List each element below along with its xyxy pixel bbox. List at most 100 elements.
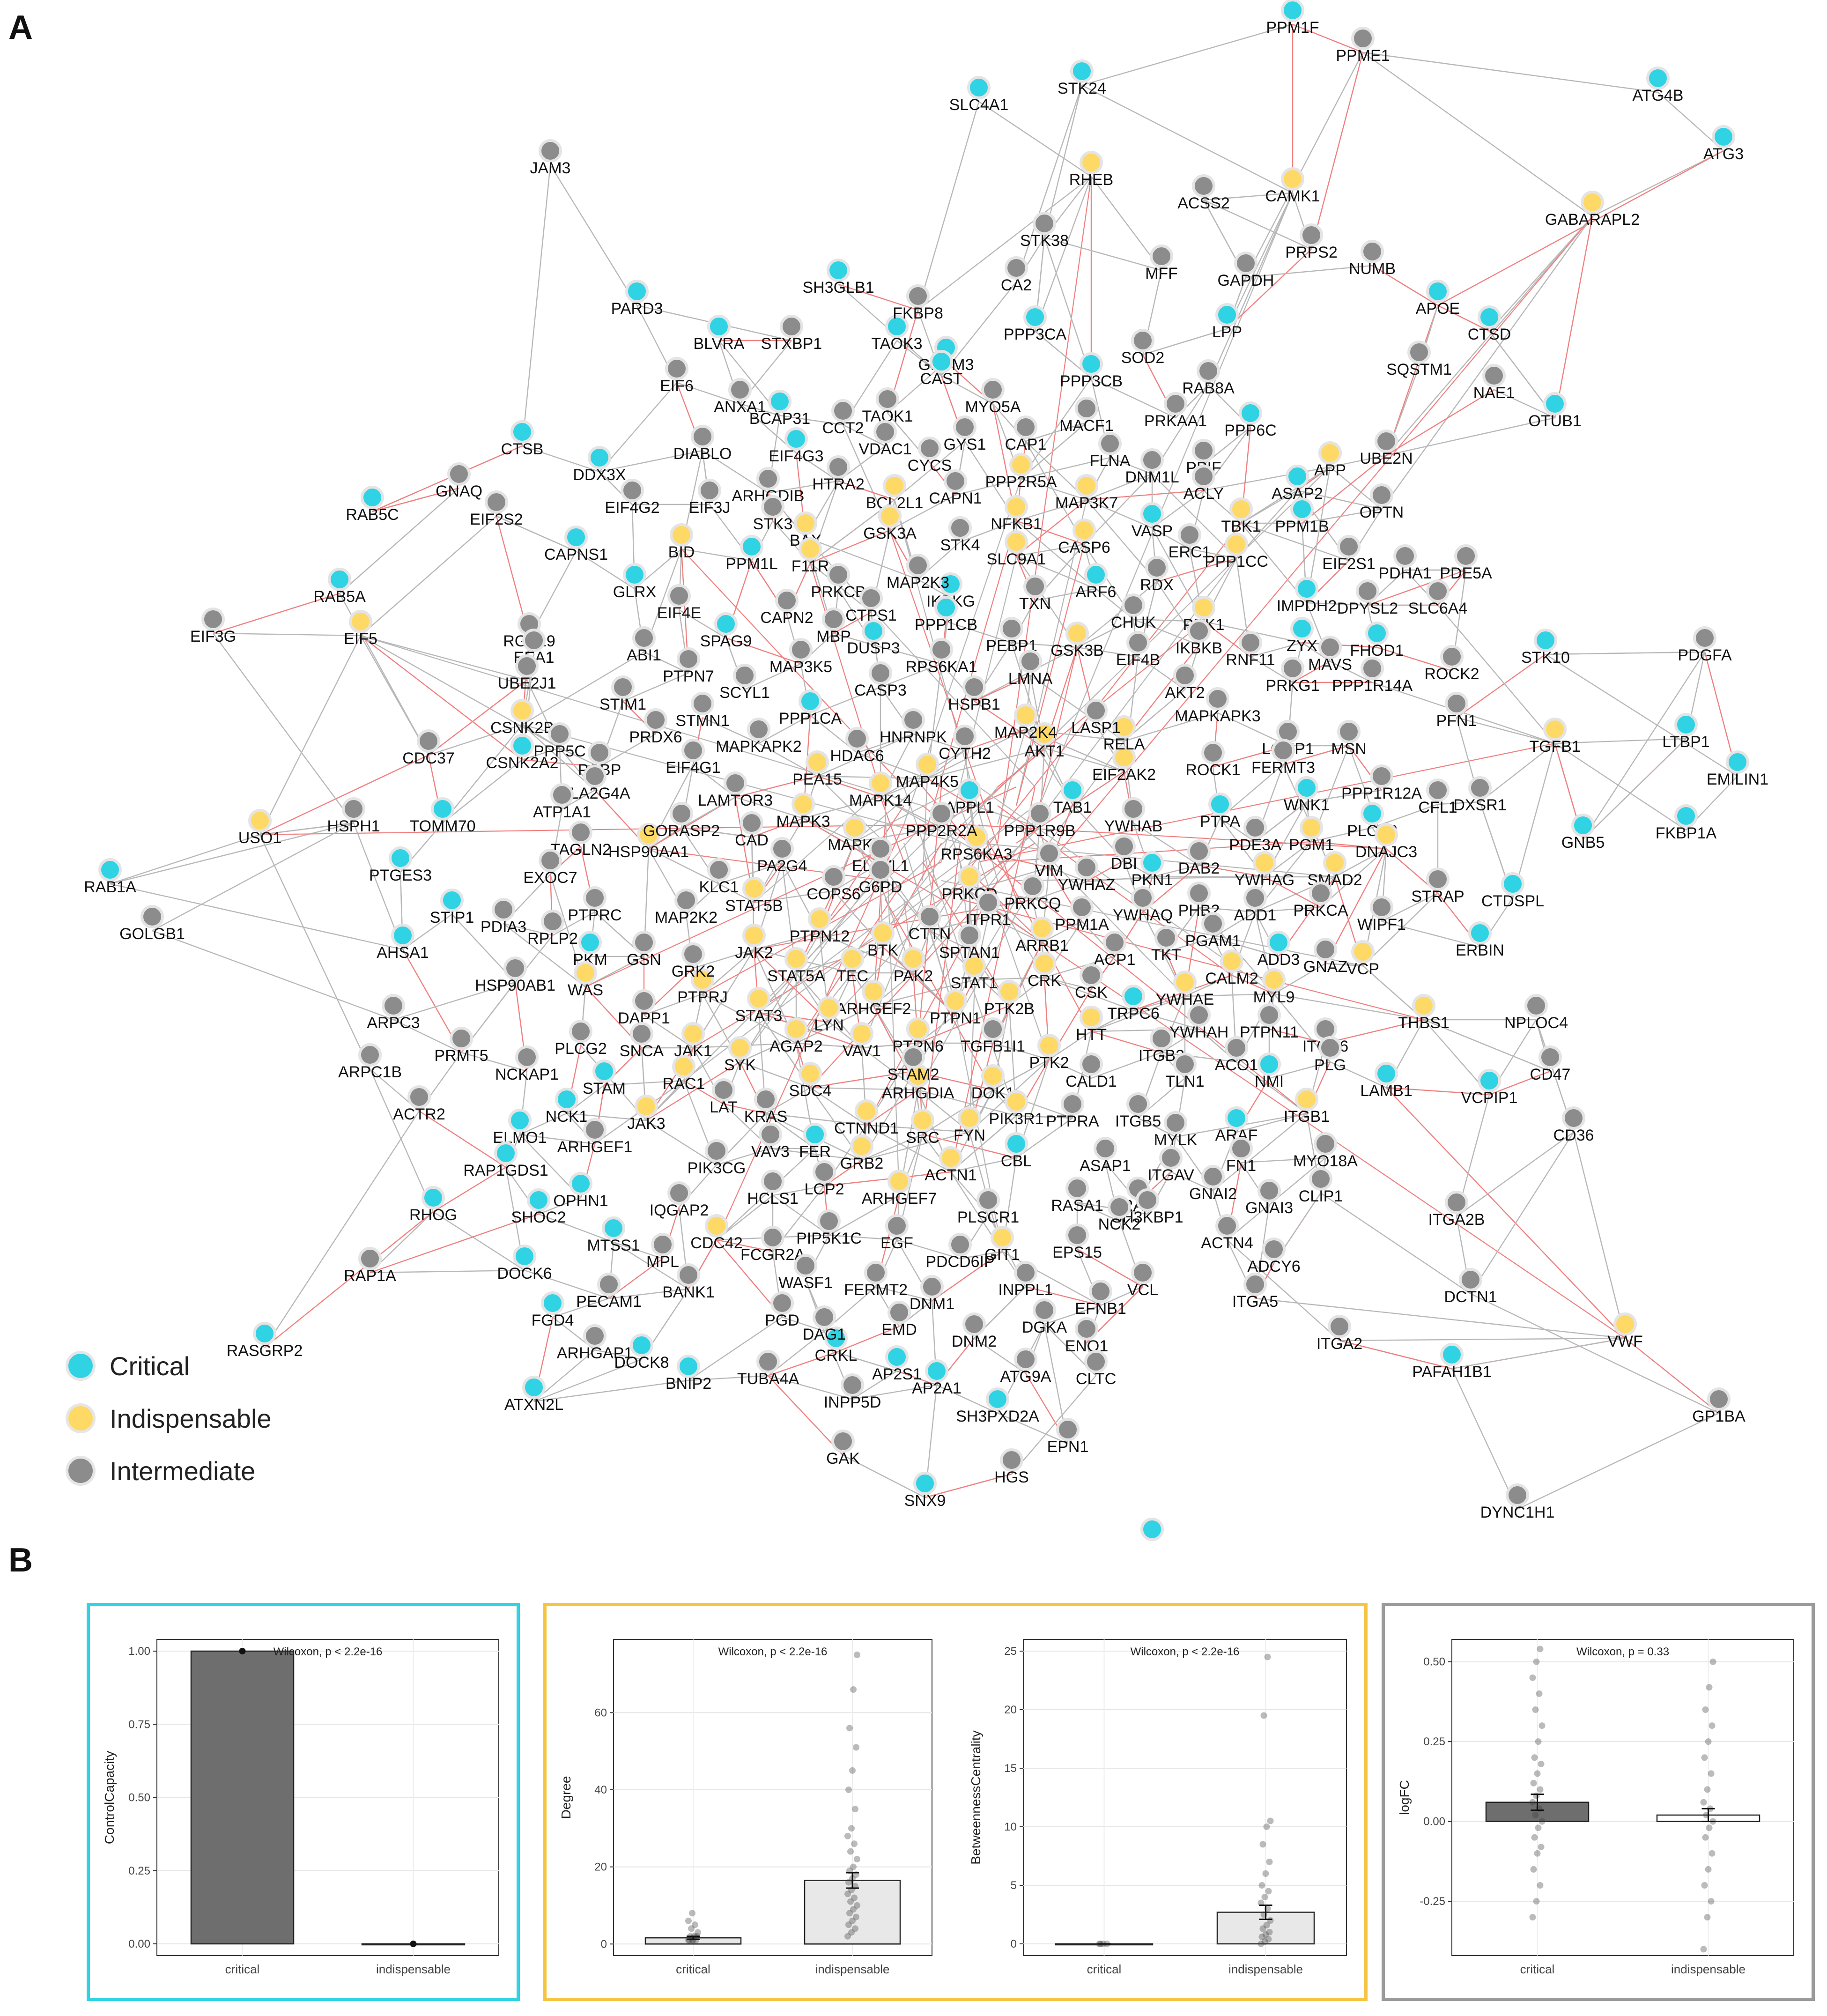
- network-edge: [1236, 1061, 1307, 1114]
- x-tick-label: critical: [676, 1962, 710, 1976]
- network-node-dot: [934, 596, 958, 619]
- data-point: [1700, 1799, 1707, 1806]
- network-node-indispensable: YWHAG: [1235, 851, 1294, 889]
- network-edge: [1032, 881, 1087, 901]
- network-node-dot: [1098, 432, 1122, 455]
- network-node-critical: ARF6: [1076, 563, 1116, 601]
- network-edge: [875, 1286, 932, 1302]
- network-node-dot: [1005, 1090, 1028, 1113]
- network-node-dot: [1426, 280, 1450, 303]
- network-node-dot: [1030, 917, 1054, 940]
- network-node-dot: [728, 1036, 752, 1060]
- data-point: [1704, 1786, 1711, 1793]
- network-node-intermediate: EIF4G1: [666, 739, 721, 777]
- network-node-label: PPP1CB: [915, 616, 977, 634]
- network-node-label: PRKCQ: [1005, 895, 1061, 912]
- network-edge: [927, 747, 1045, 779]
- network-node-dot: [902, 708, 925, 732]
- data-point: [1535, 1738, 1542, 1745]
- network-edge: [861, 1042, 918, 1049]
- network-edge: [1025, 422, 1087, 442]
- network-edge: [1226, 193, 1294, 329]
- network-edge: [613, 1241, 689, 1290]
- network-node-critical: VASP: [1132, 502, 1173, 540]
- network-node-intermediate: IKBKB: [1176, 619, 1222, 657]
- network-node-critical: PPM1L: [725, 535, 778, 573]
- network-node-critical: EMILIN1: [1707, 750, 1768, 788]
- network-edge: [828, 880, 961, 1023]
- network-edge: [1077, 618, 1134, 648]
- network-edge: [836, 1351, 897, 1372]
- network-edge: [718, 883, 754, 904]
- network-edge: [1512, 743, 1556, 898]
- network-edge: [1245, 265, 1373, 278]
- network-node-label: MAVS: [1308, 656, 1352, 674]
- network-edge: [941, 375, 993, 405]
- network-edge: [861, 899, 1017, 1161]
- data-point: [1259, 1925, 1266, 1932]
- network-node-intermediate: PRKCQ: [1005, 875, 1061, 912]
- network-edge: [852, 1384, 937, 1400]
- network-node-intermediate: PDCD6IP: [925, 1233, 995, 1271]
- network-edge: [372, 487, 459, 512]
- network-node-label: EIF4B: [1116, 651, 1160, 669]
- network-edge: [428, 680, 527, 756]
- network-node-dot: [827, 259, 850, 282]
- network-node-dot: [869, 858, 892, 882]
- network-node-dot: [1215, 1214, 1239, 1238]
- network-edge: [882, 947, 956, 1015]
- network-edge: [1583, 738, 1686, 840]
- network-node-label: PARD3: [611, 300, 663, 318]
- network-edge: [857, 733, 914, 754]
- network-node-dot: [677, 1355, 700, 1378]
- network-node-intermediate: DCTN1: [1444, 1268, 1497, 1306]
- network-node-label: PRMT5: [434, 1047, 488, 1065]
- network-node-label: PPME1: [1336, 47, 1390, 65]
- network-node-dot: [1192, 174, 1215, 198]
- network-node-dot: [1187, 619, 1211, 643]
- network-node-label: IMPDH2: [1277, 597, 1337, 615]
- network-edge: [1133, 1009, 1199, 1030]
- network-node-label: CALM2: [1205, 970, 1258, 987]
- network-node-dot: [1103, 931, 1126, 954]
- network-node-label: PDCD6IP: [925, 1253, 994, 1271]
- network-node-indispensable: AGAP2: [769, 1017, 823, 1055]
- network-node-intermediate: ITGA2B: [1428, 1191, 1485, 1229]
- network-node-label: MYLK: [1154, 1131, 1198, 1149]
- network-node-label: VAV1: [843, 1042, 881, 1060]
- network-node-critical: FHOD1: [1350, 622, 1404, 660]
- network-edge: [608, 1288, 689, 1299]
- network-node-label: APOE: [1416, 300, 1460, 318]
- network-edge: [1091, 1028, 1199, 1032]
- network-node-dot: [1140, 502, 1164, 526]
- network-edge: [552, 1297, 609, 1318]
- network-edge: [873, 644, 942, 665]
- network-node-label: LPP: [1212, 323, 1242, 341]
- network-node-intermediate: CCT2: [822, 399, 864, 437]
- network-edge: [1325, 963, 1363, 967]
- network-node-dot: [784, 947, 808, 971]
- network-node-indispensable: RPS6KA3: [940, 825, 1013, 863]
- data-point: [1705, 1866, 1712, 1873]
- network-edge: [522, 445, 600, 473]
- data-point: [1536, 1690, 1543, 1697]
- network-node-label: STAM: [583, 1080, 626, 1097]
- data-point: [850, 1863, 857, 1870]
- network-node-intermediate: ARHGEF1: [557, 1118, 632, 1156]
- network-node-intermediate: EIF3G: [190, 608, 236, 645]
- network-node-label: GORASP2: [643, 822, 720, 840]
- network-node-label: ARPC3: [367, 1014, 420, 1032]
- network-node-dot: [1065, 1177, 1089, 1200]
- network-node-dot: [588, 741, 611, 764]
- network-node-dot: [569, 1172, 592, 1195]
- network-edge: [978, 101, 1092, 177]
- network-node-label: HGS: [994, 1468, 1029, 1486]
- network-node-intermediate: PDIA3: [481, 898, 526, 936]
- network-edge: [549, 164, 638, 306]
- network-node-label: STAT5A: [767, 967, 825, 985]
- network-node-dot: [1075, 397, 1098, 420]
- network-edge: [1325, 1019, 1424, 1044]
- network-node-label: NCK2: [1098, 1216, 1141, 1233]
- network-node-label: RDX: [1140, 576, 1174, 594]
- y-tick-label: 5: [1011, 1879, 1017, 1892]
